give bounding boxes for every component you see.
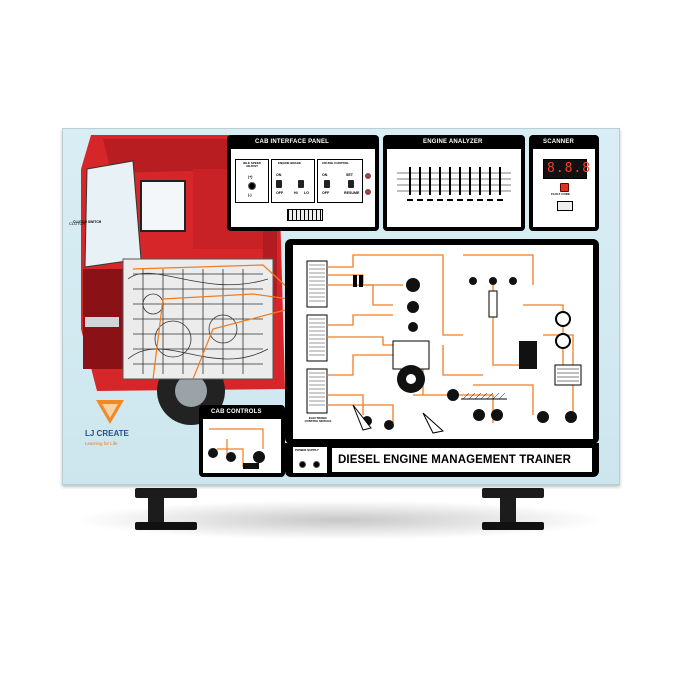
cruise-set-toggle[interactable] xyxy=(348,180,354,188)
engine-analyzer-face xyxy=(387,149,521,227)
clutch-switch-label: CLUTCH SWITCH xyxy=(73,220,102,224)
right-stand-foot xyxy=(482,488,544,498)
cab-controls-panel: CAB CONTROLS xyxy=(199,405,285,477)
cruise-off-label: OFF xyxy=(322,191,330,195)
diagnostic-connector[interactable] xyxy=(287,209,323,221)
brake-hi-label: HI xyxy=(294,191,298,195)
cab-controls-face xyxy=(203,419,281,473)
ecm-label: ELECTRONIC CONTROL MODULE xyxy=(304,416,332,423)
engine-analyzer-title: ENGINE ANALYZER xyxy=(423,139,483,145)
engine-analyzer-panel: ENGINE ANALYZER xyxy=(383,135,525,231)
scanner-panel: SCANNER 8.8.8 FAULT CODE xyxy=(529,135,599,231)
cab-controls-wiring xyxy=(208,428,265,469)
cruise-resume-label: RESUME xyxy=(344,191,360,195)
cruise-control-title: CRUISE CONTROL xyxy=(322,161,349,165)
power-supply-box: POWER SUPPLY xyxy=(293,447,327,473)
schematic-diagram xyxy=(306,254,582,434)
cab-interface-face: IDLE SPEED ADJUST (+) (-) ENGINE BRAKE O… xyxy=(231,149,375,227)
ignition-key-switch[interactable] xyxy=(253,451,265,463)
brake-lo-label: LO xyxy=(304,191,309,195)
schematic-face: ELECTRONIC CONTROL MODULE xyxy=(293,245,593,439)
scanner-display: 8.8.8 xyxy=(543,159,590,179)
cruise-set-label: SET xyxy=(346,173,353,177)
truck-illustration: CLUTCH xyxy=(69,135,290,425)
svg-text:CLUTCH: CLUTCH xyxy=(69,221,85,226)
engine-brake-level-toggle[interactable] xyxy=(298,180,304,188)
left-stand-base xyxy=(135,522,197,530)
scanner-digits: 8.8.8 xyxy=(547,161,592,176)
power-jack[interactable] xyxy=(299,461,306,468)
fault-code-label: FAULT CODE xyxy=(551,192,570,196)
trainer-board: CLUTCH CLUTCH SWITCH LJ CREATE Learning … xyxy=(62,128,620,485)
idle-minus-label: (-) xyxy=(248,193,252,197)
scanner-face: 8.8.8 FAULT CODE xyxy=(533,149,595,227)
brake-on-label: ON xyxy=(276,173,282,177)
indicator-lamp xyxy=(365,173,371,179)
scanner-connector[interactable] xyxy=(557,201,573,211)
cab-interface-title: CAB INTERFACE PANEL xyxy=(255,139,330,145)
schematic-panel: ELECTRONIC CONTROL MODULE xyxy=(285,239,599,444)
cruise-on-label: ON xyxy=(322,173,328,177)
scanner-title: SCANNER xyxy=(543,139,575,145)
bottom-strip: POWER SUPPLY DIESEL ENGINE MANAGEMENT TR… xyxy=(285,443,599,477)
brand-name: LJ CREATE xyxy=(85,429,129,438)
engine-brake-group: ENGINE BRAKE ON OFF HI LO xyxy=(271,159,315,203)
idle-plus-label: (+) xyxy=(248,175,253,179)
indicator-lamp xyxy=(365,189,371,195)
brand-tagline: Learning for Life xyxy=(85,441,118,446)
right-stand-post xyxy=(500,495,516,527)
right-stand-base xyxy=(482,522,544,530)
fault-code-button[interactable] xyxy=(560,183,569,192)
analyzer-bargraph xyxy=(397,167,511,201)
idle-speed-group: IDLE SPEED ADJUST (+) (-) xyxy=(235,159,269,203)
engine-brake-title: ENGINE BRAKE xyxy=(278,161,302,165)
main-title-box: DIESEL ENGINE MANAGEMENT TRAINER xyxy=(331,447,593,473)
lj-create-logo-icon xyxy=(96,400,124,424)
idle-speed-title: IDLE SPEED ADJUST xyxy=(243,161,261,168)
cab-interface-panel: CAB INTERFACE PANEL IDLE SPEED ADJUST (+… xyxy=(227,135,379,231)
cab-controls-title: CAB CONTROLS xyxy=(211,409,262,415)
engine-brake-toggle[interactable] xyxy=(276,180,282,188)
cruise-on-toggle[interactable] xyxy=(324,180,330,188)
idle-speed-switch[interactable] xyxy=(248,182,256,190)
left-stand-foot xyxy=(135,488,197,498)
main-title: DIESEL ENGINE MANAGEMENT TRAINER xyxy=(338,454,572,466)
power-jack[interactable] xyxy=(313,461,320,468)
brake-off-label: OFF xyxy=(276,191,284,195)
cruise-control-group: CRUISE CONTROL ON SET OFF RESUME xyxy=(317,159,363,203)
left-stand-post xyxy=(148,495,164,527)
power-supply-title: POWER SUPPLY xyxy=(295,448,319,452)
